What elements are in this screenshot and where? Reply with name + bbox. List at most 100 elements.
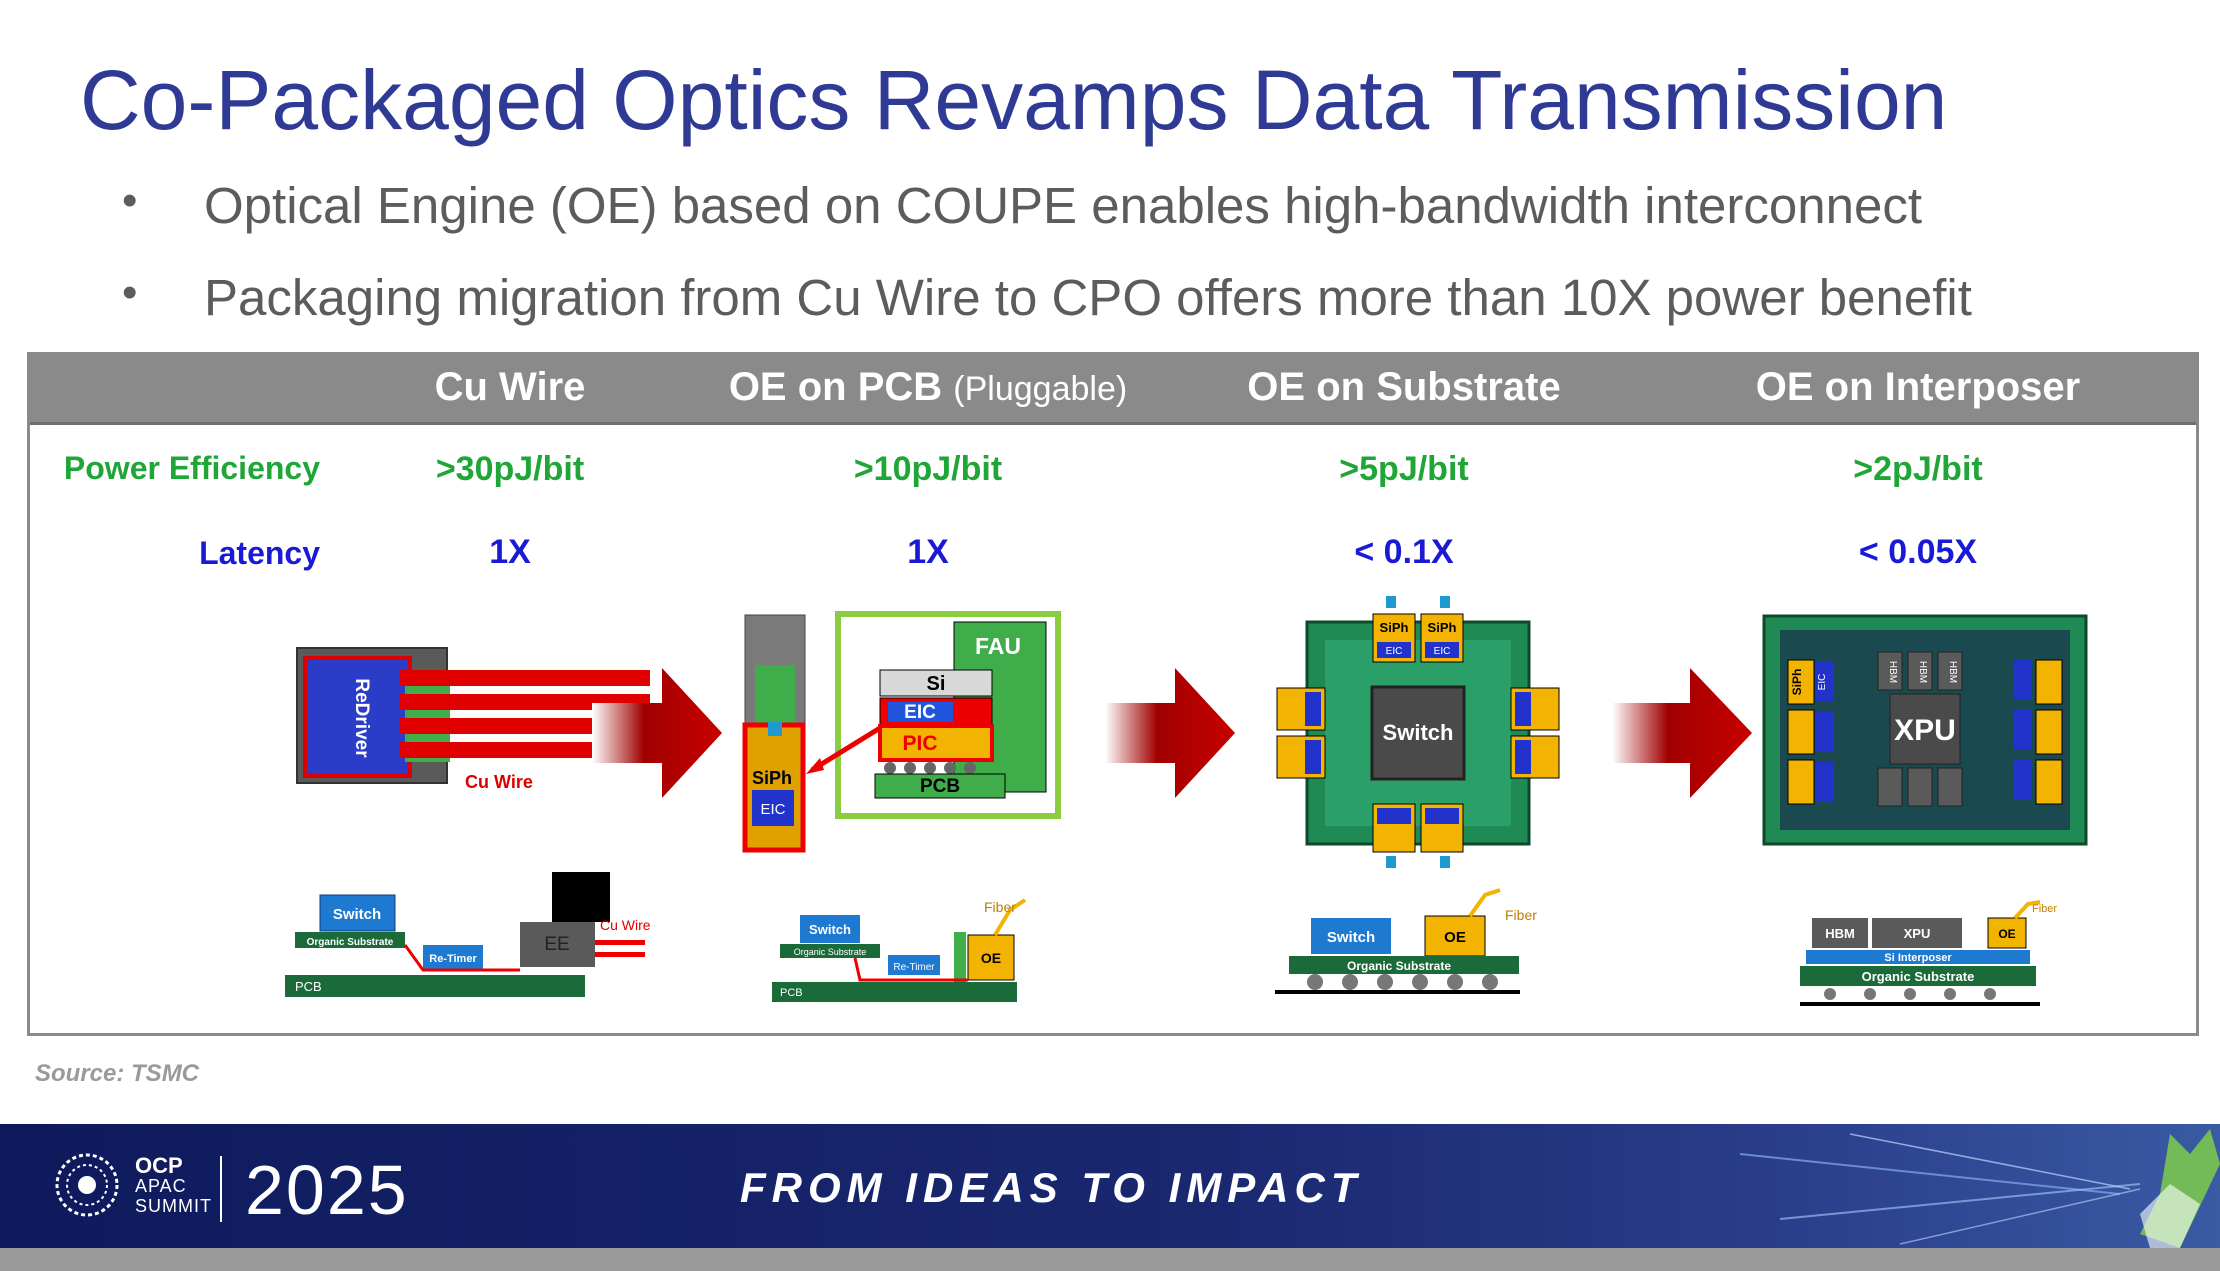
eic-label: EIC <box>760 801 785 818</box>
eic-chip <box>1305 692 1321 726</box>
oe-right <box>1510 687 1560 779</box>
oe-module <box>1424 915 1486 957</box>
signal-path <box>853 957 968 982</box>
siph-chip <box>1787 759 1815 805</box>
ball <box>1342 974 1358 990</box>
leaf-decoration <box>2140 1184 2200 1248</box>
latency-value: 1X <box>489 533 531 571</box>
row-label-power: Power Efficiency <box>63 450 320 486</box>
retimer-chip <box>888 955 940 975</box>
ocp-wordmark: OCP APAC SUMMIT <box>135 1155 212 1217</box>
oe-left <box>1276 687 1326 779</box>
ball <box>1412 974 1428 990</box>
cu-trace <box>400 694 650 710</box>
switch-chip <box>319 894 396 932</box>
xpu-die <box>1889 693 1961 765</box>
bump <box>964 762 976 774</box>
organic-substrate <box>780 944 880 958</box>
ball <box>1307 974 1323 990</box>
ee-label: EE <box>544 934 569 955</box>
redriver-label: ReDriver <box>351 678 372 758</box>
ee-module <box>520 922 595 967</box>
signal-path <box>403 944 520 972</box>
eic-label: EIC <box>1817 674 1828 691</box>
bullet-symbol: • <box>122 176 138 225</box>
oe-pcb-diagram: SiPh EIC FAU Si EIC PIC PCB Switch Organ… <box>742 611 1061 1002</box>
bullet-list: • Optical Engine (OE) based on COUPE ena… <box>118 176 2118 360</box>
column-header-oe-pcb: OE on PCB (Pluggable) <box>728 365 1128 409</box>
pcb-label: PCB <box>780 987 803 999</box>
siph-chip <box>1787 709 1815 755</box>
hbm-label: HBM <box>1947 661 1958 683</box>
pcb-layer <box>874 773 1006 799</box>
ball <box>1984 988 1996 1000</box>
switch-chip <box>800 915 860 943</box>
pic-label: PIC <box>902 732 937 755</box>
eic-chip <box>1425 642 1459 658</box>
fiber-coupler <box>1386 596 1396 608</box>
eic-chip <box>1515 740 1531 774</box>
bullet-text: Packaging migration from Cu Wire to CPO … <box>204 269 1972 326</box>
fiber-line <box>1468 888 1501 918</box>
organic-substrate <box>295 932 405 948</box>
si-interposer <box>1806 950 2030 964</box>
eic-chip <box>1305 740 1321 774</box>
ball <box>1482 974 1498 990</box>
eic-chip <box>1425 808 1459 824</box>
siph-chip <box>1787 659 1815 705</box>
eic-label: EIC <box>1434 646 1451 657</box>
callout-line <box>810 725 882 773</box>
fau-label: FAU <box>975 633 1021 659</box>
siph-label: SiPh <box>1790 669 1804 696</box>
board-line <box>1275 990 1520 994</box>
bullet-item: • Packaging migration from Cu Wire to CP… <box>118 268 2118 360</box>
footer-decoration <box>1739 1129 2220 1248</box>
cu-trace <box>400 742 650 758</box>
cu-trace <box>595 952 645 957</box>
hbm-label: HBM <box>1917 661 1928 683</box>
arrow-1 <box>592 668 722 798</box>
hbm-stack <box>1877 767 1903 807</box>
ball <box>1864 988 1876 1000</box>
light-streak <box>1779 1183 2141 1220</box>
latency-value: < 0.05X <box>1858 533 1978 571</box>
siph-label: SiPh <box>1380 620 1409 635</box>
siph-chip <box>2035 659 2063 705</box>
siph-chip <box>2035 709 2063 755</box>
power-value: >10pJ/bit <box>853 450 1003 488</box>
siph-label: SiPh <box>1428 620 1457 635</box>
table-header: Cu Wire OE on PCB (Pluggable) OE on Subs… <box>30 355 2196 425</box>
organic-substrate <box>1289 956 1519 974</box>
oe-top: SiPh EIC SiPh EIC <box>1372 596 1464 663</box>
ocp-logo-icon <box>55 1153 119 1217</box>
eic-chip <box>1377 808 1411 824</box>
eic-chip <box>2014 710 2032 750</box>
switch-label: Switch <box>809 922 851 937</box>
row-label-latency: Latency <box>199 535 320 571</box>
arrow-shape <box>1612 668 1752 798</box>
power-value: >5pJ/bit <box>1339 450 1469 488</box>
hbm-stack <box>1877 651 1903 691</box>
column-header-oe-substrate: OE on Substrate <box>1247 365 1561 409</box>
pcb-label: PCB <box>295 979 322 994</box>
bump <box>904 762 916 774</box>
cu-wire-label: Cu Wire <box>600 917 651 933</box>
switch-chip <box>1311 918 1391 954</box>
eic-chip <box>2014 760 2032 800</box>
oe-board <box>954 932 966 982</box>
fiber-coupler <box>1386 856 1396 868</box>
oe-module <box>967 934 1015 981</box>
organic-substrate <box>1800 966 2036 986</box>
eic-chip <box>1816 662 1834 702</box>
hbm-stack <box>1937 651 1963 691</box>
bump <box>944 762 956 774</box>
retimer-label: Re-Timer <box>893 962 935 973</box>
eic-chip <box>1816 712 1834 752</box>
fiber-label: Fiber <box>1505 907 1537 923</box>
latency-value: 1X <box>907 533 949 571</box>
eic-chip <box>1377 642 1411 658</box>
ball <box>1824 988 1836 1000</box>
oe-right <box>2014 659 2063 805</box>
fiber-label: Fiber <box>984 899 1016 915</box>
callout-arrowhead <box>806 758 824 774</box>
